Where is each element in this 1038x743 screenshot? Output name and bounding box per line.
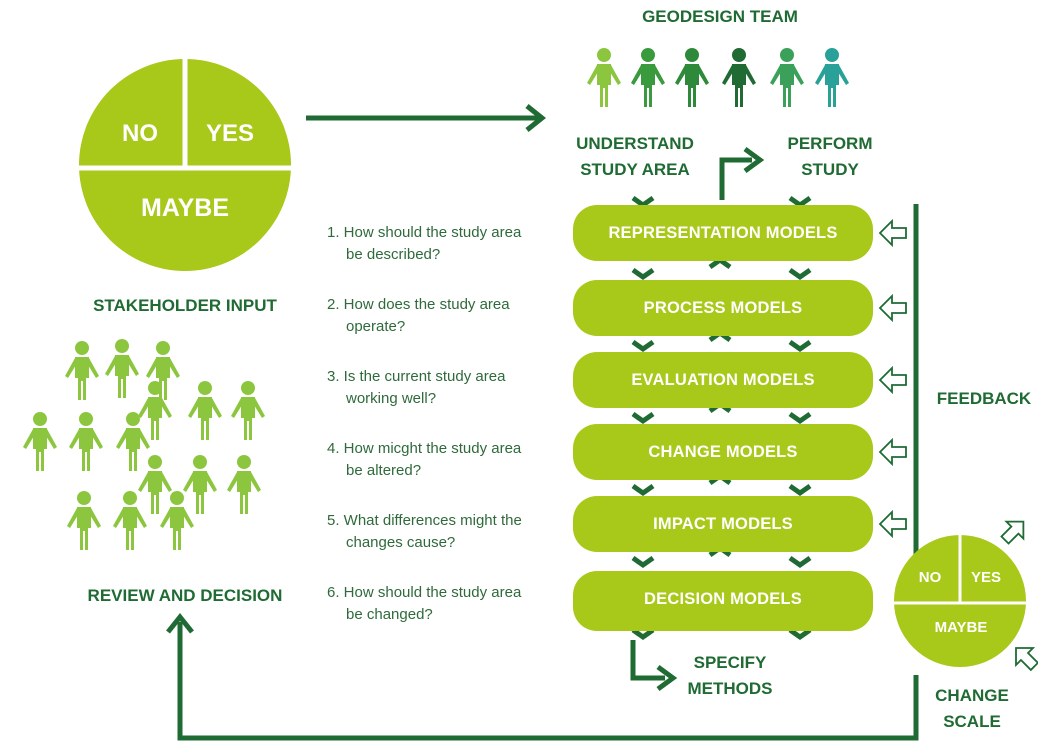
small-pie-chart	[894, 535, 1026, 667]
question-6: 6. How should the study area be changed?	[327, 582, 572, 626]
perform-line-1: PERFORM	[787, 134, 873, 153]
pill-label-change: CHANGE MODELS	[648, 443, 798, 461]
pill-label-representation: REPRESENTATION MODELS	[608, 224, 838, 242]
question-5-line-2: changes cause?	[346, 534, 456, 551]
question-4: 4. How micght the study area be altered?	[327, 438, 572, 482]
change-scale-arrows	[1000, 520, 1038, 672]
specify-line-1: SPECIFY	[693, 653, 767, 672]
geodesign-team-title: GEODESIGN TEAM	[642, 7, 798, 26]
return-arrow	[166, 612, 919, 741]
perform-line-2: STUDY	[801, 160, 859, 179]
question-3-line-2: working well?	[346, 390, 437, 407]
perform-study-label: PERFORM STUDY	[770, 131, 890, 183]
question-2-line-1: 2. How does the study area	[327, 296, 510, 313]
pie-yes-label: YES	[205, 120, 255, 147]
question-1-line-1: 1. How should the study area	[327, 224, 522, 241]
change-scale-line-1: CHANGE	[935, 686, 1009, 705]
question-6-line-1: 6. How should the study area	[327, 584, 522, 601]
specify-methods-label: SPECIFY METHODS	[670, 650, 790, 702]
arrow-pie-to-team	[306, 104, 547, 132]
question-1: 1. How should the study area be describe…	[327, 222, 572, 266]
geodesign-team-figures	[587, 48, 849, 107]
question-2-line-2: operate?	[346, 318, 406, 335]
small-pie-no-label: NO	[918, 569, 942, 586]
question-3-line-1: 3. Is the current study area	[327, 368, 506, 385]
question-2: 2. How does the study area operate?	[327, 294, 572, 338]
model-pills	[573, 205, 873, 631]
pie-maybe-label: MAYBE	[141, 194, 229, 222]
change-scale-line-2: SCALE	[943, 712, 1001, 731]
understand-line-2: STUDY AREA	[580, 160, 690, 179]
change-scale-label: CHANGE SCALE	[922, 683, 1022, 735]
arrow-to-specify-methods	[630, 640, 678, 692]
stakeholder-crowd-figures	[23, 339, 265, 550]
pill-label-impact: IMPACT MODELS	[653, 515, 793, 533]
question-5-line-1: 5. What differences might the	[327, 512, 522, 529]
feedback-line	[879, 204, 919, 568]
question-3: 3. Is the current study area working wel…	[327, 366, 572, 410]
understand-study-area-label: UNDERSTAND STUDY AREA	[560, 131, 710, 183]
question-5: 5. What differences might the changes ca…	[327, 510, 572, 554]
pie-no-label: NO	[122, 120, 158, 147]
review-and-decision-label: REVIEW AND DECISION	[87, 586, 283, 605]
pill-label-evaluation: EVALUATION MODELS	[631, 371, 815, 389]
pill-label-decision: DECISION MODELS	[644, 590, 802, 608]
understand-line-1: UNDERSTAND	[576, 134, 694, 153]
question-4-line-1: 4. How micght the study area	[327, 440, 522, 457]
specify-line-2: METHODS	[687, 679, 773, 698]
stakeholder-input-label: STAKEHOLDER INPUT	[93, 296, 277, 315]
small-pie-maybe-label: MAYBE	[934, 619, 988, 636]
question-4-line-2: be altered?	[346, 462, 422, 479]
pill-label-process: PROCESS MODELS	[643, 299, 803, 317]
feedback-label: FEEDBACK	[936, 389, 1032, 408]
small-pie-yes-label: YES	[970, 569, 1001, 586]
question-1-line-2: be described?	[346, 246, 441, 263]
stakeholder-pie-chart	[79, 59, 291, 271]
question-6-line-2: be changed?	[346, 606, 433, 623]
arrow-to-perform-study	[719, 146, 765, 200]
